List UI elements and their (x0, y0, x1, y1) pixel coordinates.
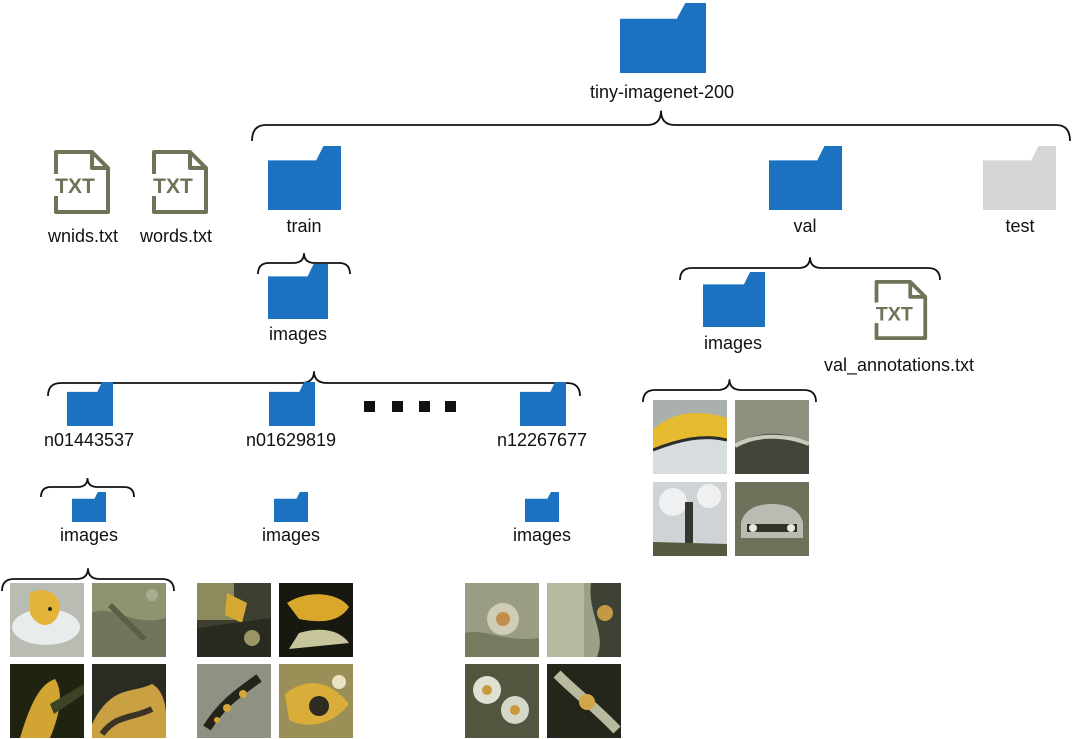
image-thumbnail (279, 664, 353, 738)
image-thumbnail (279, 583, 353, 657)
train-folder-label: train (286, 216, 322, 236)
class2-image-thumbnails (197, 583, 353, 738)
val-images-folder-icon[interactable] (703, 272, 765, 327)
train-images-children-bracket (47, 371, 581, 397)
image-thumbnail (197, 583, 271, 657)
class3-images-folder-icon[interactable] (525, 492, 559, 522)
class-label-1: n01443537 (43, 430, 135, 450)
class3-images-label: images (512, 525, 572, 545)
root-children-bracket (251, 110, 1071, 142)
image-thumbnail (92, 583, 166, 657)
class3-image-thumbnails (465, 583, 621, 738)
class2-images-label: images (261, 525, 321, 545)
ellipsis-more-classes (364, 401, 456, 412)
image-thumbnail (547, 583, 621, 657)
class1-children-bracket (40, 477, 135, 498)
val-folder-label: val (793, 216, 817, 236)
train-children-bracket (257, 253, 351, 275)
class1-images-folder-icon[interactable] (72, 492, 106, 522)
val-image-thumbnails (653, 400, 809, 556)
class1-image-thumbnails (10, 583, 166, 738)
tree-connector-brackets (1, 110, 1071, 592)
words-file-label: words.txt (139, 226, 213, 246)
image-thumbnail (10, 583, 84, 657)
class-label-2: n01629819 (245, 430, 337, 450)
class2-images-folder-icon[interactable] (274, 492, 308, 522)
words-txt-file-icon[interactable] (148, 150, 208, 214)
val-annotations-txt-file-icon[interactable] (870, 280, 928, 340)
root-folder-icon[interactable] (620, 3, 706, 73)
val-folder-icon[interactable] (769, 146, 842, 210)
image-thumbnail (653, 400, 727, 474)
wnids-file-label: wnids.txt (47, 226, 119, 246)
image-thumbnail (735, 482, 809, 556)
image-thumbnail (465, 583, 539, 657)
val-annotations-label: val_annotations.txt (823, 355, 975, 375)
test-folder-label: test (1005, 216, 1035, 236)
class1-images-label: images (59, 525, 119, 545)
image-thumbnail (197, 664, 271, 738)
root-folder-label: tiny-imagenet-200 (589, 82, 735, 102)
image-thumbnail (92, 664, 166, 738)
class-label-3: n12267677 (496, 430, 588, 450)
test-folder-icon[interactable] (983, 146, 1056, 210)
image-thumbnail (735, 400, 809, 474)
val-children-bracket (679, 257, 941, 281)
image-thumbnail (653, 482, 727, 556)
image-thumbnail (547, 664, 621, 738)
train-folder-icon[interactable] (268, 146, 341, 210)
class-n12267677-folder-icon[interactable] (520, 382, 566, 426)
wnids-txt-file-icon[interactable] (50, 150, 110, 214)
train-images-folder-icon[interactable] (268, 264, 328, 319)
image-thumbnail (465, 664, 539, 738)
class-n01443537-folder-icon[interactable] (67, 382, 113, 426)
train-images-label: images (268, 324, 328, 344)
class-n01629819-folder-icon[interactable] (269, 382, 315, 426)
class1-images-children-bracket (1, 568, 175, 592)
val-images-label: images (703, 333, 763, 353)
image-thumbnail (10, 664, 84, 738)
val-images-children-bracket (642, 379, 817, 403)
